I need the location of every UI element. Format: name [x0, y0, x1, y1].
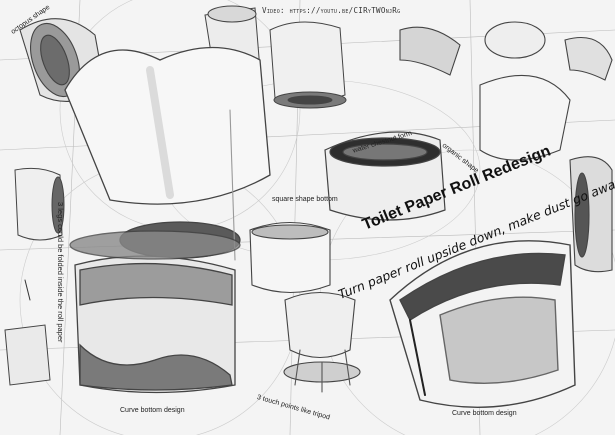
curve-bottom-right-sketch	[389, 240, 576, 408]
annotation-square-bottom: square shape bottom	[272, 196, 338, 203]
curve-bottom-left-sketch	[69, 230, 241, 394]
main-roll-sketch	[64, 46, 271, 259]
annotation-curve-bottom-left: Curve bottom design	[120, 407, 185, 414]
tripod-sketch	[283, 292, 361, 393]
side-roll-sketch	[4, 167, 65, 386]
organic-shapes-sketch	[399, 21, 613, 273]
annotation-curve-bottom-right: Curve bottom design	[452, 410, 517, 417]
water-chestnut-sketch	[324, 131, 446, 221]
video-link[interactable]: Video: https://youtu.be/CIRyTWOnjRg	[262, 6, 401, 15]
annotation-three-legs: 3 legs could be folded inside the roll p…	[56, 202, 65, 343]
square-bottom-sketch	[229, 109, 331, 294]
